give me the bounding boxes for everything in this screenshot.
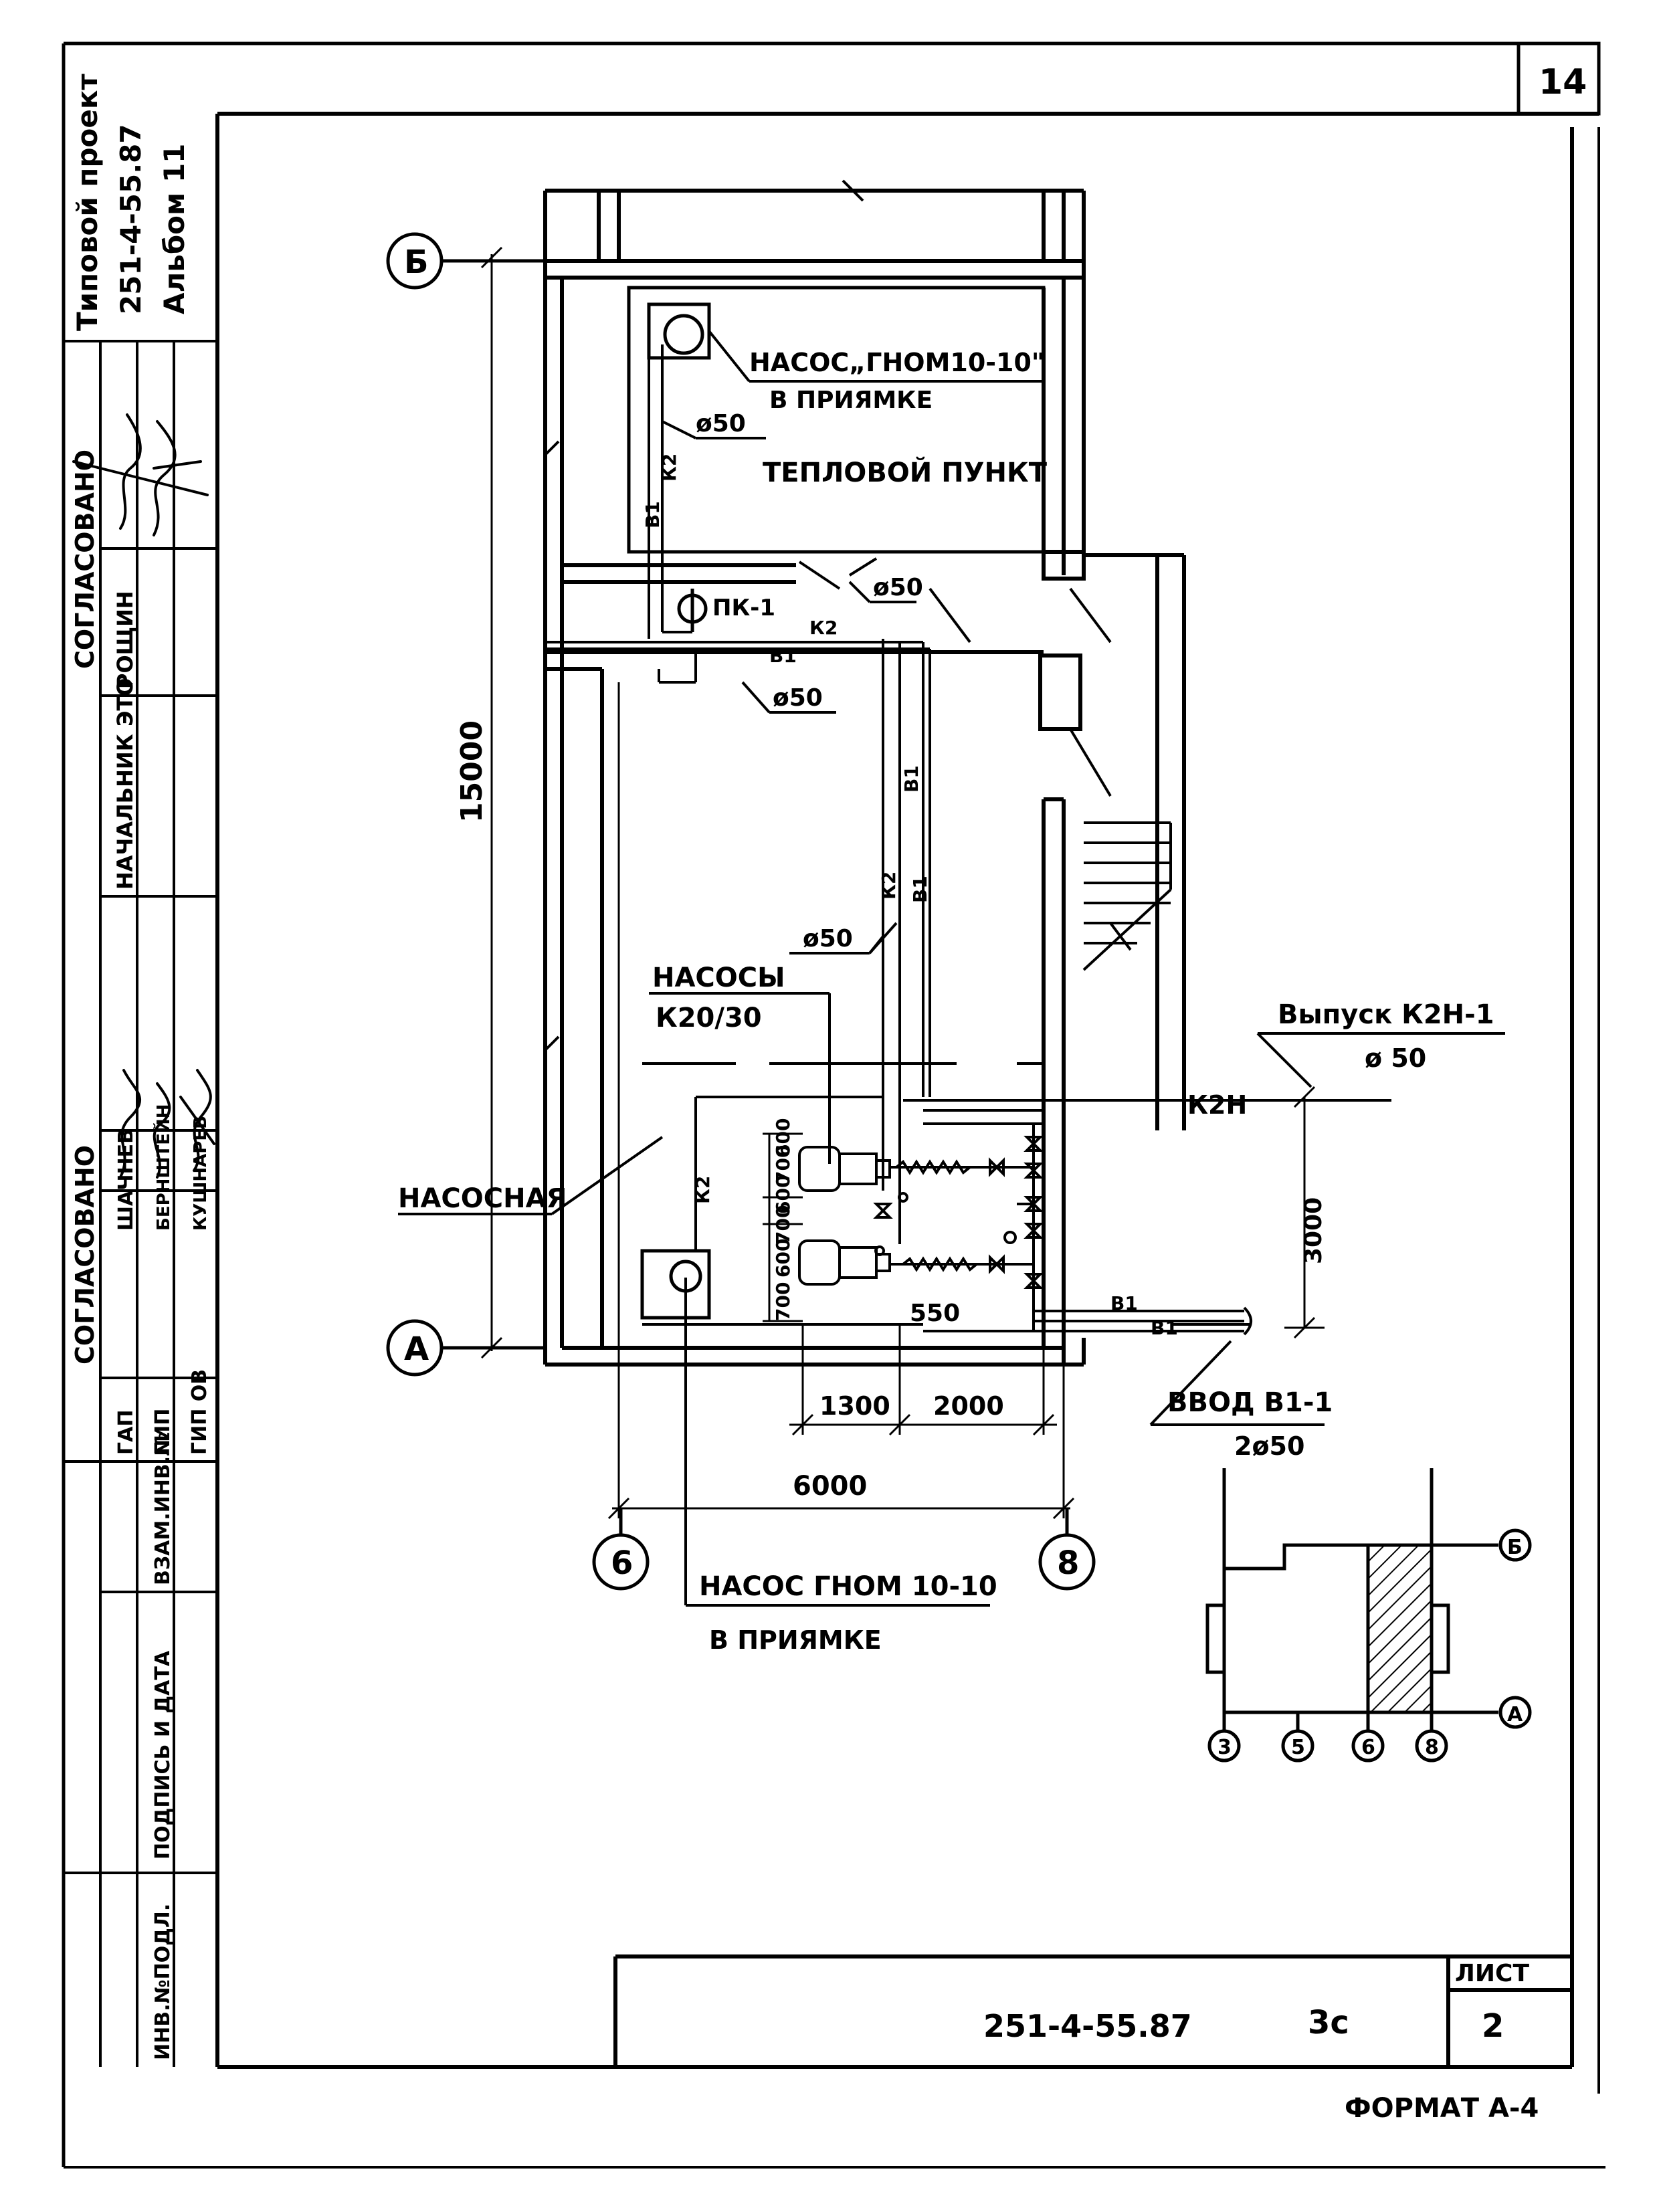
name-shachnev: ШАЧНЕВ bbox=[114, 1128, 138, 1231]
col-inv: ИНВ.№ПОДЛ. bbox=[151, 1904, 175, 2060]
axis-8-label: 8 bbox=[1057, 1544, 1079, 1582]
key-axis-a: А bbox=[1507, 1703, 1523, 1726]
dim-700-b: 700 bbox=[772, 1205, 794, 1244]
name-bernshtein: БЕРНШТЕЙН bbox=[153, 1104, 174, 1231]
dim-600-a: 600 bbox=[772, 1239, 794, 1278]
soglasovano-bottom: СОГЛАСОВАНО bbox=[70, 1145, 100, 1365]
label-vvod: ВВОД В1-1 bbox=[1167, 1387, 1333, 1418]
key-axis-b: Б bbox=[1507, 1536, 1523, 1559]
col-roshchin: РОЩИН bbox=[112, 591, 138, 689]
stamp-line3: Альбом 11 bbox=[158, 144, 191, 314]
label-pk1: ПК-1 bbox=[712, 595, 775, 621]
side-panel-grid bbox=[64, 340, 217, 2067]
axis-a-label: А bbox=[404, 1330, 429, 1368]
label-vypusk: Выпуск К2Н-1 bbox=[1278, 999, 1494, 1030]
plan-labels: НАСОС„ГНОМ10-10" В ПРИЯМКЕ ø50 ТЕПЛОВОЙ … bbox=[398, 348, 1494, 1655]
axis-6-label: 6 bbox=[611, 1544, 633, 1582]
sheet-frame bbox=[62, 41, 1605, 2169]
label-b1-vert: В1 bbox=[900, 765, 922, 793]
axis-bubbles bbox=[386, 232, 1096, 1591]
label-teplovoy-punkt: ТЕПЛОВОЙ ПУНКТ bbox=[763, 456, 1048, 488]
key-col-3: 3 bbox=[1217, 1736, 1232, 1759]
key-plan bbox=[1205, 1468, 1532, 1763]
axis-b-label: Б bbox=[404, 243, 429, 281]
label-b1-inlet2: В1 bbox=[1151, 1317, 1178, 1339]
dim-600-c: 600 bbox=[772, 1118, 794, 1157]
key-col-6: 6 bbox=[1361, 1736, 1375, 1759]
dim-1300: 1300 bbox=[819, 1391, 890, 1421]
label-d50-top: ø50 bbox=[696, 410, 746, 437]
title-list-label: ЛИСТ bbox=[1455, 1960, 1529, 1987]
label-v-priyamke-top: В ПРИЯМКЕ bbox=[769, 387, 933, 414]
dim-3000: 3000 bbox=[1300, 1197, 1327, 1264]
stamp-line1: Типовой проект bbox=[71, 74, 104, 331]
label-vypusk-d: ø 50 bbox=[1365, 1043, 1426, 1073]
label-b1-corridor: В1 bbox=[769, 645, 797, 667]
label-k2h: К2Н bbox=[1187, 1090, 1247, 1120]
label-v-priyamke-bottom: В ПРИЯМКЕ bbox=[709, 1625, 882, 1655]
role-gip-ov: ГИП ОВ bbox=[188, 1369, 211, 1455]
stamp-line2: 251-4-55.87 bbox=[114, 124, 147, 314]
dimension-labels: 15000 6000 1300 2000 550 3000 700 600 70… bbox=[455, 720, 1327, 1502]
dim-700-c: 700 bbox=[772, 1145, 794, 1184]
label-b1-vert2: В1 bbox=[909, 876, 931, 903]
title-code: 251-4-55.87 bbox=[983, 2008, 1192, 2044]
pk1-hydrant bbox=[677, 589, 708, 632]
label-k2-corridor: К2 bbox=[809, 617, 838, 639]
door-swings bbox=[544, 179, 1112, 1051]
label-k2-pumproom: К2 bbox=[692, 1176, 714, 1204]
label-pump-gnom-top: НАСОС„ГНОМ10-10" bbox=[749, 348, 1045, 377]
key-plan-labels: Б А 3 5 6 8 bbox=[1217, 1536, 1523, 1759]
title-block bbox=[613, 1954, 1572, 2067]
key-col-5: 5 bbox=[1291, 1736, 1305, 1759]
label-b1-riser: В1 bbox=[642, 501, 664, 528]
label-d50-mid: ø50 bbox=[803, 925, 853, 952]
label-d50-corridor: ø50 bbox=[873, 574, 923, 601]
role-gip: ГИП bbox=[151, 1409, 175, 1455]
sheet-number: 14 bbox=[1539, 62, 1587, 102]
title-mark: 3с bbox=[1308, 2004, 1349, 2041]
label-d50-lower: ø50 bbox=[773, 684, 823, 712]
stamp-vertical-text: Типовой проект 251-4-55.87 Альбом 11 СОГ… bbox=[70, 74, 211, 2060]
role-gap: ГАП bbox=[114, 1410, 138, 1455]
dim-700-a: 700 bbox=[772, 1282, 794, 1321]
title-list-number: 2 bbox=[1482, 2007, 1504, 2045]
label-vvod-d: 2ø50 bbox=[1234, 1431, 1304, 1461]
label-k2030: К20/30 bbox=[656, 1003, 762, 1033]
signatures bbox=[72, 413, 215, 1179]
axis-labels: Б А 6 8 bbox=[404, 243, 1079, 1582]
pumps-k2030 bbox=[798, 1136, 1044, 1289]
dim-2000: 2000 bbox=[933, 1391, 1004, 1421]
format-label: ФОРМАТ А-4 bbox=[1345, 2093, 1539, 2124]
pipes bbox=[545, 334, 1391, 1336]
dim-15000: 15000 bbox=[455, 720, 489, 823]
label-k2-vert: К2 bbox=[878, 872, 900, 900]
dim-550: 550 bbox=[910, 1300, 960, 1327]
dim-6000: 6000 bbox=[793, 1471, 867, 1502]
stairs bbox=[1082, 821, 1172, 971]
col-podpis: ПОДПИСЬ И ДАТА bbox=[151, 1650, 175, 1859]
label-nasosnaya: НАСОСНАЯ bbox=[398, 1183, 567, 1214]
col-vzam: ВЗАМ.ИНВ.№ bbox=[151, 1432, 175, 1585]
label-pump-gnom-bottom: НАСОС ГНОМ 10-10 bbox=[699, 1571, 997, 1602]
col-nachalnik: НАЧАЛЬНИК ЭТО bbox=[112, 678, 138, 890]
leaders bbox=[398, 330, 1505, 1607]
label-nasosy: НАСОСЫ bbox=[652, 963, 785, 993]
soglasovano-top: СОГЛАСОВАНО bbox=[70, 449, 100, 669]
dim-600-b: 600 bbox=[772, 1175, 794, 1214]
label-b1-inlet1: В1 bbox=[1110, 1292, 1138, 1314]
key-col-8: 8 bbox=[1425, 1736, 1439, 1759]
label-k2-riser: К2 bbox=[658, 454, 680, 482]
